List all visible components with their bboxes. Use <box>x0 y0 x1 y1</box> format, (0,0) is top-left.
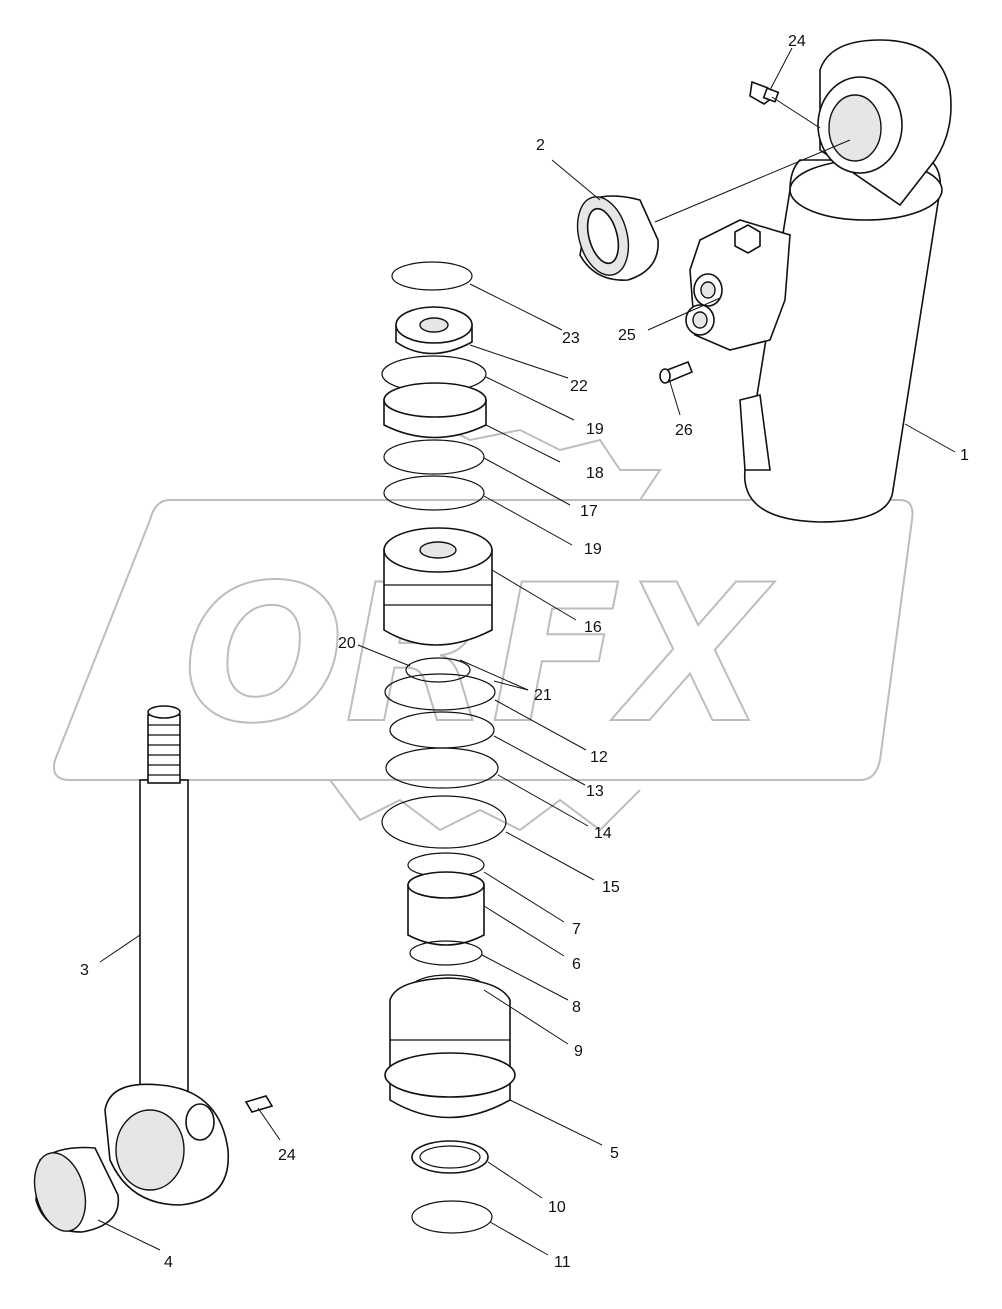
part-piston-16 <box>383 527 493 646</box>
callout-2: 2 <box>536 137 545 154</box>
callout-6: 6 <box>572 956 581 973</box>
part-grease-fitting-bottom <box>244 1095 274 1113</box>
callout-8: 8 <box>572 999 581 1016</box>
part-wiper-10 <box>411 1140 489 1174</box>
callout-26: 26 <box>675 422 693 439</box>
part-bolt <box>659 360 694 384</box>
callout-4: 4 <box>164 1254 173 1271</box>
part-nut-22 <box>395 306 473 355</box>
part-snap-ring-23 <box>391 261 473 291</box>
part-grease-fitting-top <box>749 80 780 105</box>
callout-24-top: 24 <box>788 33 806 50</box>
callout-24-bottom: 24 <box>278 1147 296 1164</box>
callout-12: 12 <box>590 749 608 766</box>
callout-5: 5 <box>610 1145 619 1162</box>
callout-7: 7 <box>572 921 581 938</box>
callout-labels: 1 2 3 4 5 6 7 8 9 10 11 12 13 14 15 16 1… <box>80 33 969 1271</box>
callout-16: 16 <box>584 619 602 636</box>
part-piston-rod <box>104 705 230 1206</box>
callout-23: 23 <box>562 330 580 347</box>
callout-9: 9 <box>574 1043 583 1060</box>
part-ring-21-small <box>405 657 471 683</box>
callout-3: 3 <box>80 962 89 979</box>
callout-13: 13 <box>586 783 604 800</box>
part-oring-14 <box>385 747 499 789</box>
callout-18: 18 <box>586 465 604 482</box>
part-cylinder-body <box>685 39 952 523</box>
callout-11: 11 <box>554 1254 571 1271</box>
part-seal-12 <box>384 673 496 711</box>
callout-21: 21 <box>534 687 552 704</box>
callout-19-bottom: 19 <box>584 541 602 558</box>
part-ring-17 <box>383 439 485 475</box>
callout-22: 22 <box>570 378 588 395</box>
callout-20: 20 <box>338 635 356 652</box>
callout-10: 10 <box>548 1199 566 1216</box>
part-gland-5 <box>384 977 516 1119</box>
leader-lines <box>97 47 956 1256</box>
callout-15: 15 <box>602 879 620 896</box>
part-ring-18 <box>383 382 487 439</box>
part-retaining-ring-15 <box>381 795 507 849</box>
part-snap-ring-11 <box>411 1200 493 1234</box>
callout-25: 25 <box>618 327 636 344</box>
callout-14: 14 <box>594 825 612 842</box>
callout-1: 1 <box>960 447 969 464</box>
part-bushing-bottom <box>33 1146 120 1233</box>
part-ring-8 <box>409 940 483 966</box>
callout-19-top: 19 <box>586 421 604 438</box>
callout-17: 17 <box>580 503 598 520</box>
part-oring-19-bottom <box>383 475 485 511</box>
part-bushing-top <box>576 195 659 281</box>
part-bushing-6 <box>407 871 485 946</box>
